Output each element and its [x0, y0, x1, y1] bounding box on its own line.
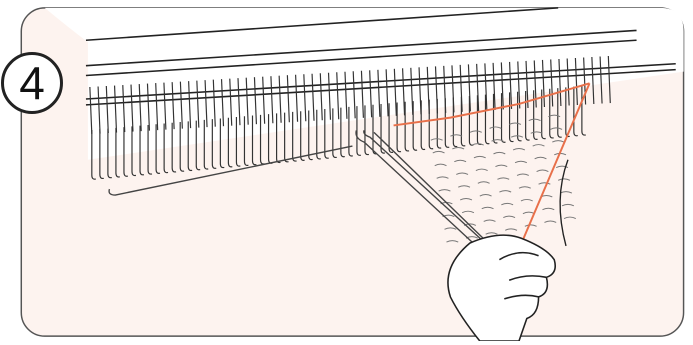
step-number: 4 — [19, 60, 45, 106]
illustration-panel — [8, 3, 690, 341]
step-number-badge: 4 — [1, 52, 63, 114]
